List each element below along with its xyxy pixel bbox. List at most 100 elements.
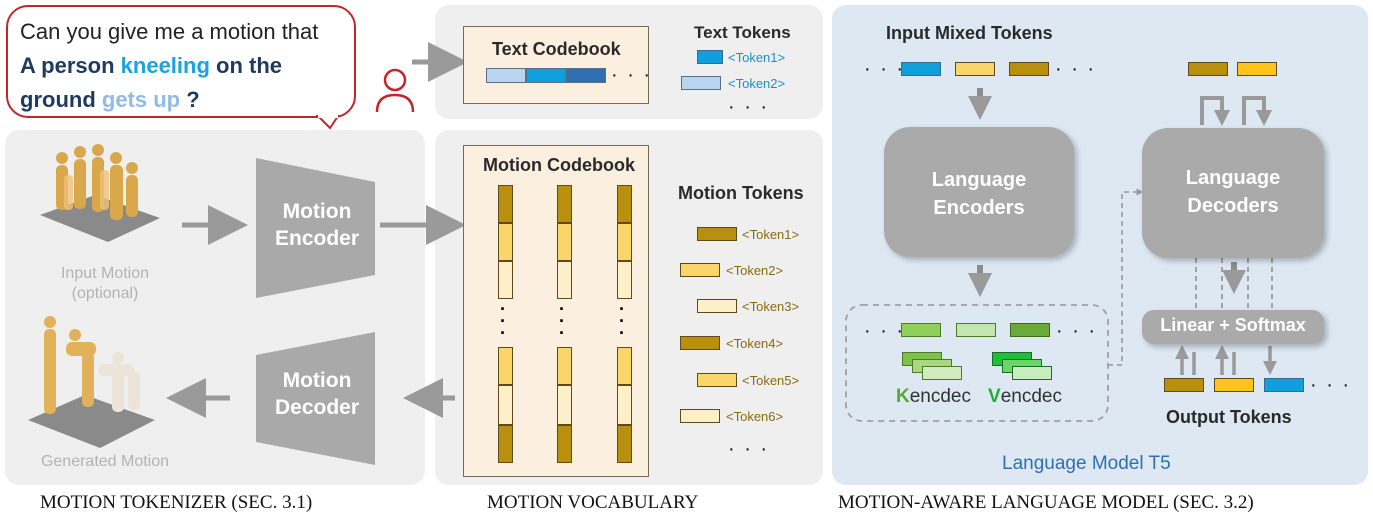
motion-decoder-shape (256, 332, 375, 465)
codebook-col2-cell-3 (557, 261, 572, 299)
text-codebook-cell-2 (526, 68, 566, 83)
codebook-col1-vdots: ··· (500, 299, 506, 343)
motion-token-1-swatch (697, 227, 737, 241)
language-encoders-block (884, 127, 1074, 257)
text-codebook-cell-3 (566, 68, 606, 83)
motion-token-6-label: <Token6> (726, 409, 784, 424)
output-tokens-dots: · · · (1310, 374, 1352, 396)
motion-token-3-swatch (697, 299, 737, 313)
prompt-line-1: Can you give me a motion that (20, 19, 319, 44)
text-codebook-dots: · · · (611, 64, 653, 86)
input-mixed-tokens-title: Input Mixed Tokens (886, 23, 1053, 43)
text-token-1-swatch (697, 50, 723, 64)
text-token-1-label: <Token1> (728, 50, 786, 65)
motion-token-2-swatch (680, 263, 720, 277)
generated-motion-figure (28, 316, 155, 448)
codebook-col2-cell-2 (557, 223, 572, 261)
text-tokens-title: Text Tokens (694, 23, 791, 42)
kv-token-3 (1010, 323, 1050, 337)
kv-tokens-dots-right: · · · (1056, 320, 1098, 342)
codebook-col1-cell-6 (498, 425, 513, 463)
motion-encoder-shape (256, 158, 375, 298)
input-token-motion-dark (1009, 62, 1049, 76)
motion-token-3-label: <Token3> (742, 299, 800, 314)
input-tokens-dots-left: · · · (864, 58, 906, 80)
codebook-col2-cell-6 (557, 425, 572, 463)
input-token-text (901, 62, 941, 76)
codebook-col1-cell-4 (498, 347, 513, 385)
codebook-col3-cell-4 (617, 347, 632, 385)
motion-token-5-label: <Token5> (742, 373, 800, 388)
prompt-line-3: ground gets up ? (20, 87, 200, 112)
codebook-col3-cell-2 (617, 223, 632, 261)
k-encdec-label: Kencdec (896, 386, 972, 407)
text-token-2-label: <Token2> (728, 76, 786, 91)
output-tokens-title: Output Tokens (1166, 407, 1292, 427)
motion-tokens-dots: · · · (728, 438, 770, 460)
text-codebook-cell-1 (486, 68, 526, 83)
v-encdec-label: Vencdec (988, 386, 1062, 407)
motion-token-5-swatch (697, 373, 737, 387)
v-stack-3 (1012, 366, 1052, 380)
output-token-3 (1264, 378, 1304, 392)
codebook-col3-cell-6 (617, 425, 632, 463)
input-motion-label: Input Motion(optional) (60, 265, 150, 302)
codebook-col2-cell-4 (557, 347, 572, 385)
caption-vocabulary: MOTION VOCABULARY (487, 492, 699, 513)
codebook-col2-cell-1 (557, 185, 572, 223)
kv-token-1 (901, 323, 941, 337)
motion-token-1-label: <Token1> (742, 227, 800, 242)
codebook-col1-cell-5 (498, 385, 513, 425)
prompt-highlight-gets-up: gets up (101, 87, 181, 112)
motion-tokens-title: Motion Tokens (678, 183, 804, 203)
kv-dashed-box (845, 304, 1109, 422)
motion-token-6-swatch (680, 409, 720, 423)
decoder-input-token-2 (1237, 62, 1277, 76)
prompt-bubble: Can you give me a motion that A person k… (6, 5, 356, 118)
input-motion-figure (40, 144, 160, 242)
generated-motion-label: Generated Motion (40, 453, 170, 470)
kv-to-decoder-connector (1108, 188, 1144, 366)
codebook-col1-cell-2 (498, 223, 513, 261)
linear-softmax-block (1142, 310, 1324, 344)
codebook-col3-cell-5 (617, 385, 632, 425)
motion-codebook-title: Motion Codebook (483, 155, 635, 175)
text-token-2-swatch (681, 76, 721, 90)
kv-token-2 (956, 323, 996, 337)
output-token-1 (1164, 378, 1204, 392)
output-token-2 (1214, 378, 1254, 392)
codebook-col3-vdots: ··· (619, 299, 625, 343)
codebook-col1-cell-3 (498, 261, 513, 299)
k-stack-3 (922, 366, 962, 380)
linear-softmax-label: Linear + Softmax (1160, 315, 1306, 335)
codebook-col3-cell-1 (617, 185, 632, 223)
input-token-motion-mid (955, 62, 995, 76)
kv-tokens-dots-left: · · · (864, 320, 906, 342)
input-tokens-dots-right: · · · (1055, 58, 1097, 80)
caption-language-model: MOTION-AWARE LANGUAGE MODEL (SEC. 3.2) (838, 492, 1254, 513)
loop-arrow-2 (1242, 96, 1272, 126)
text-tokens-dots: · · · (728, 96, 770, 118)
motion-token-4-swatch (680, 336, 720, 350)
codebook-col3-cell-3 (617, 261, 632, 299)
language-decoders-block (1142, 128, 1324, 258)
codebook-col1-cell-1 (498, 185, 513, 223)
codebook-col2-cell-5 (557, 385, 572, 425)
motion-token-2-label: <Token2> (726, 263, 784, 278)
codebook-col2-vdots: ··· (559, 299, 565, 343)
language-model-name: Language Model T5 (1002, 453, 1171, 474)
text-codebook (463, 26, 649, 104)
prompt-line-2: A person kneeling on the (20, 53, 283, 78)
caption-tokenizer: MOTION TOKENIZER (SEC. 3.1) (40, 492, 313, 513)
loop-arrow-1 (1200, 96, 1230, 126)
decoder-input-token-1 (1188, 62, 1228, 76)
text-codebook-title: Text Codebook (492, 39, 621, 59)
user-icon (375, 68, 415, 113)
prompt-highlight-kneeling: kneeling (120, 53, 210, 78)
motion-token-4-label: <Token4> (726, 336, 784, 351)
